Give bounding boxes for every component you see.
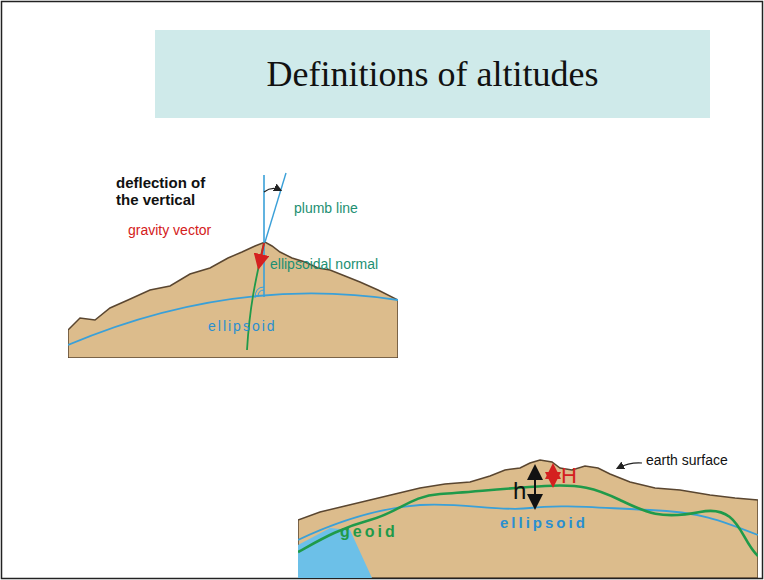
- vector-label: gravity vector: [128, 222, 211, 238]
- title-band: [155, 30, 710, 118]
- surface-label: ellipsoid: [208, 318, 277, 334]
- height-symbol: h: [513, 477, 526, 505]
- line-label: plumb line: [292, 200, 360, 216]
- angle-label: deflection of the vertical: [116, 174, 228, 209]
- line-label: ellipsoidal normal: [270, 256, 378, 272]
- slide-title: Definitions of altitudes: [155, 30, 710, 118]
- height-symbol: H: [561, 463, 577, 488]
- altitude-figure: [298, 460, 758, 578]
- surface-label: earth surface: [646, 452, 728, 468]
- surface-label: ellipsoid: [500, 514, 588, 531]
- surface-label: geoid: [340, 523, 398, 541]
- deflection-figure: [68, 173, 398, 358]
